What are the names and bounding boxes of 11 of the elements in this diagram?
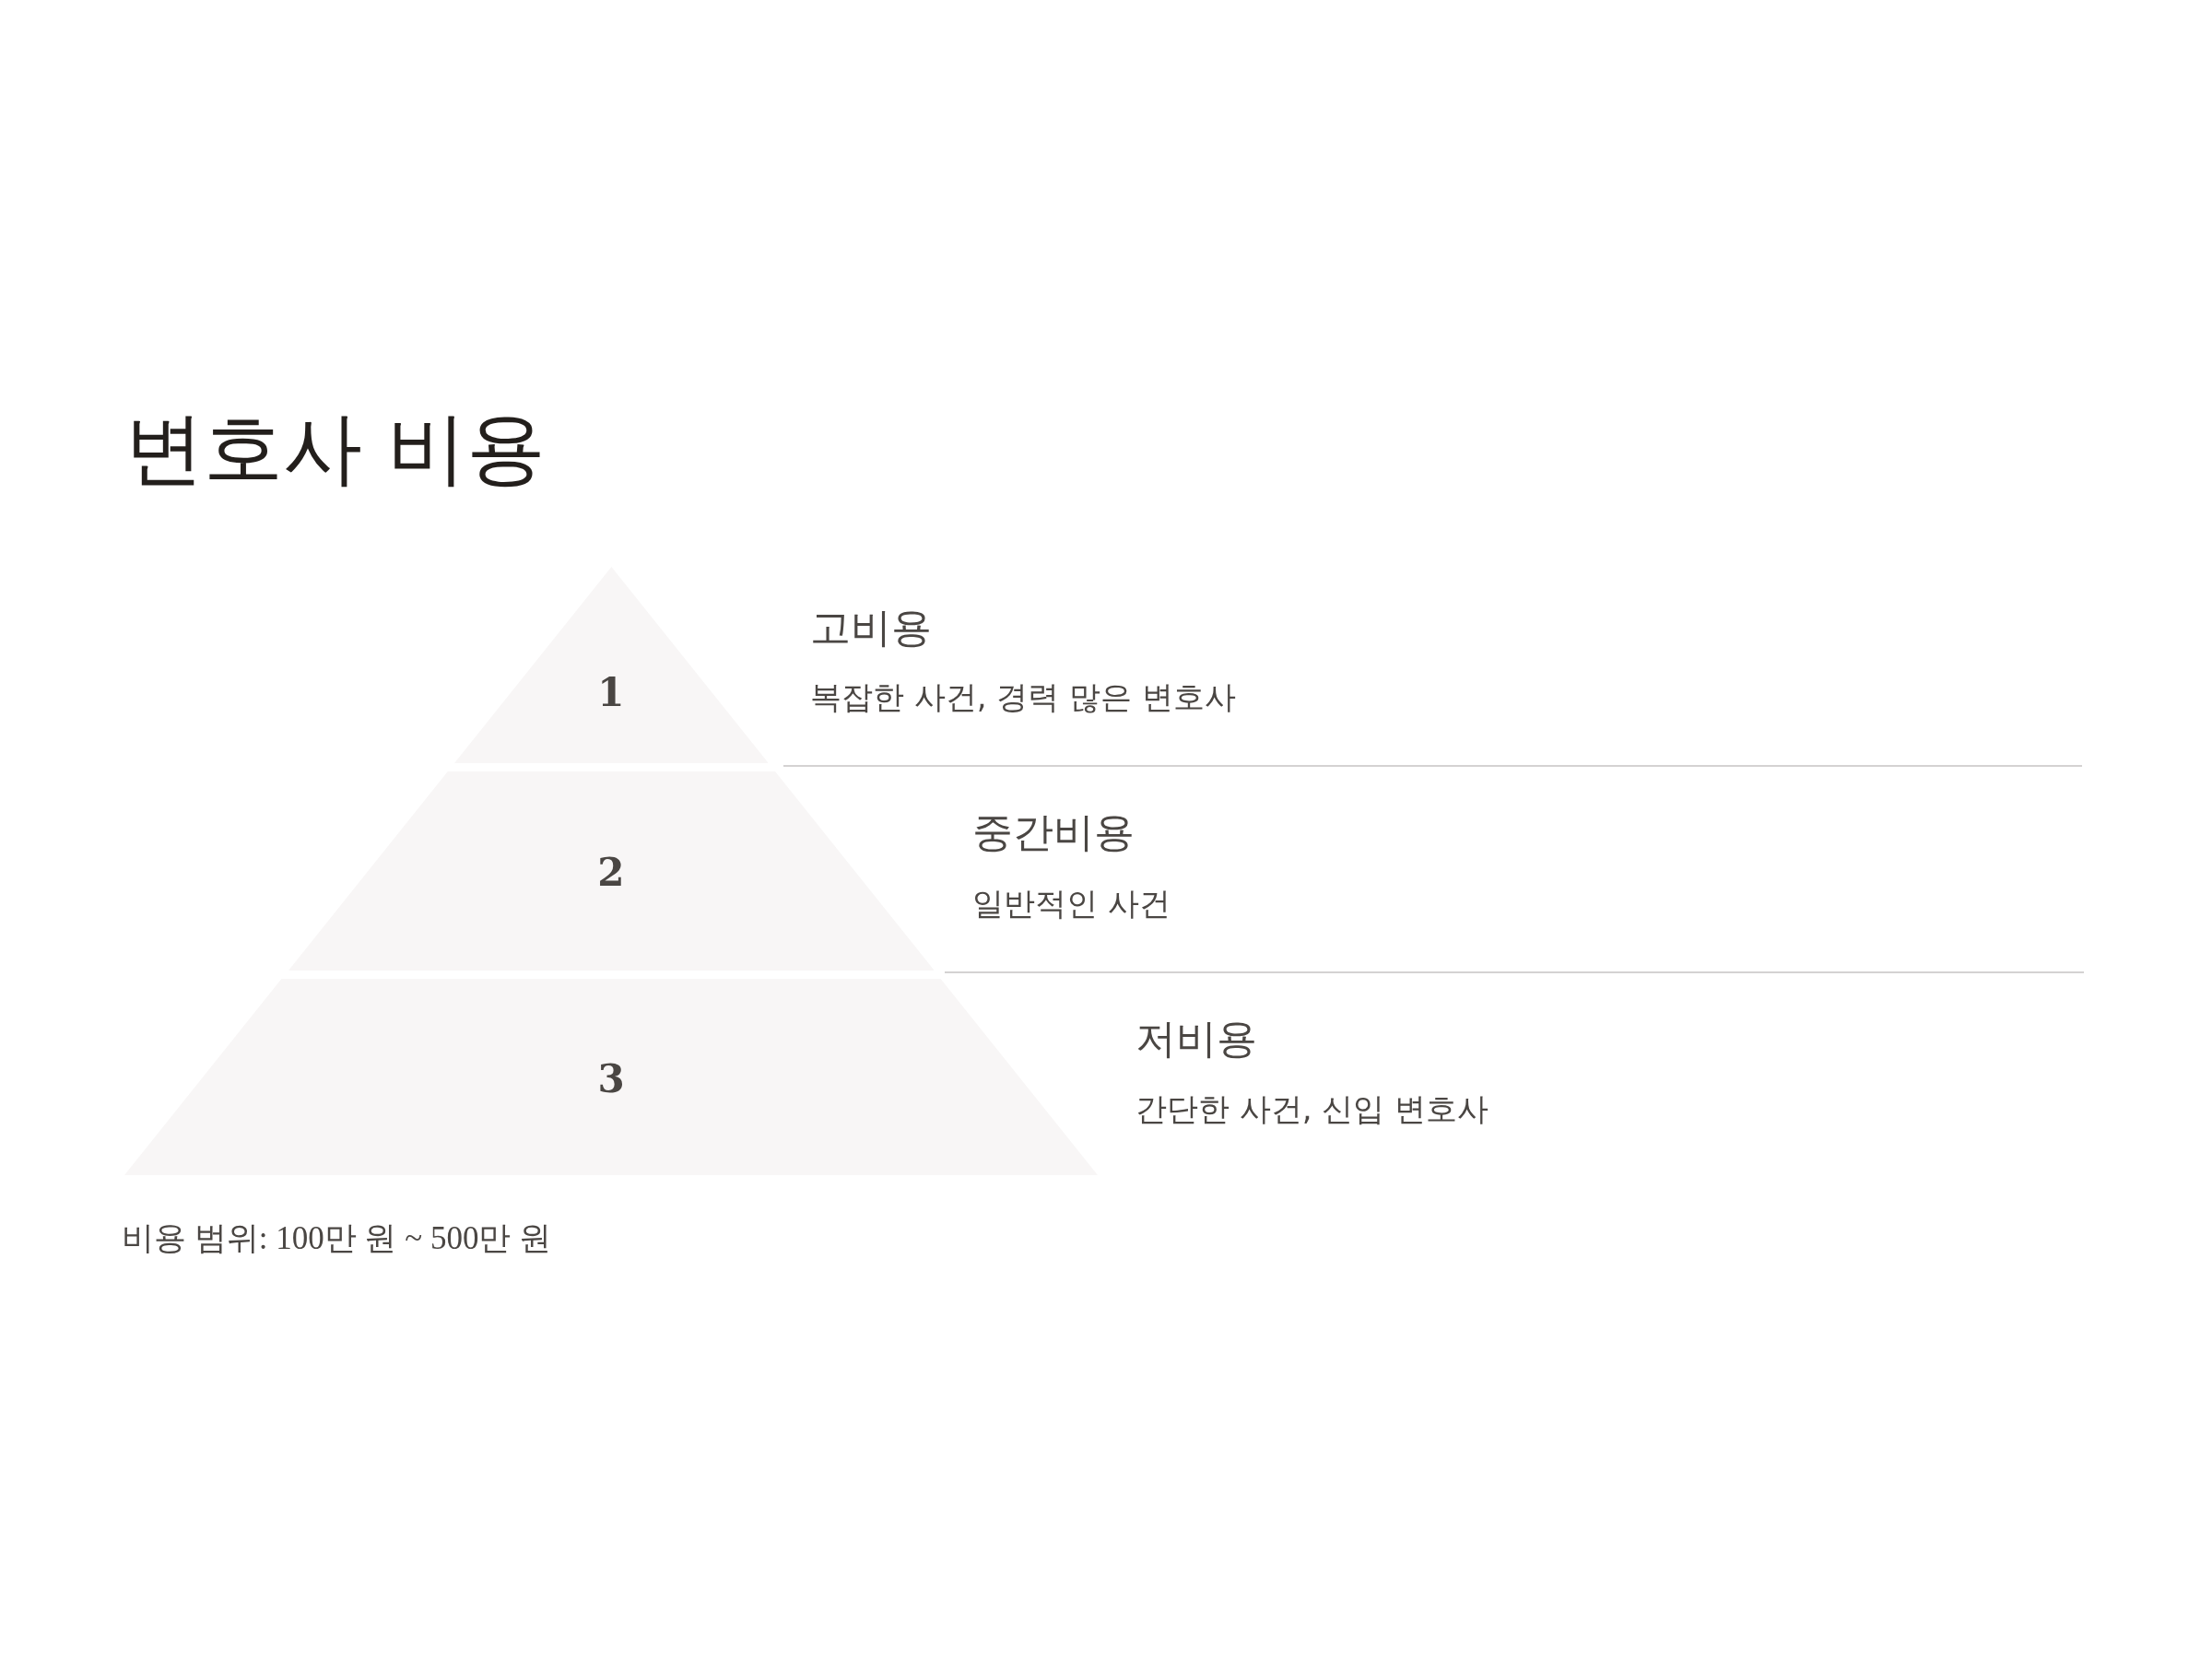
footnote: 비용 범위: 100만 원 ~ 500만 원 bbox=[122, 1219, 552, 1258]
tier-heading: 저비용 bbox=[1135, 1014, 1257, 1064]
tier-description: 복잡한 사건, 경력 많은 변호사 bbox=[810, 677, 1237, 716]
tier-heading: 고비용 bbox=[810, 603, 932, 653]
tier-number: 1 bbox=[597, 674, 625, 712]
tier-heading: 중간비용 bbox=[972, 807, 1135, 857]
tier-number: 2 bbox=[597, 853, 625, 892]
tier-description: 일반적인 사건 bbox=[972, 884, 1171, 923]
tier-description: 간단한 사건, 신입 변호사 bbox=[1135, 1089, 1489, 1128]
tier-number: 3 bbox=[597, 1060, 625, 1099]
diagram-title: 변호사 비용 bbox=[124, 401, 547, 497]
